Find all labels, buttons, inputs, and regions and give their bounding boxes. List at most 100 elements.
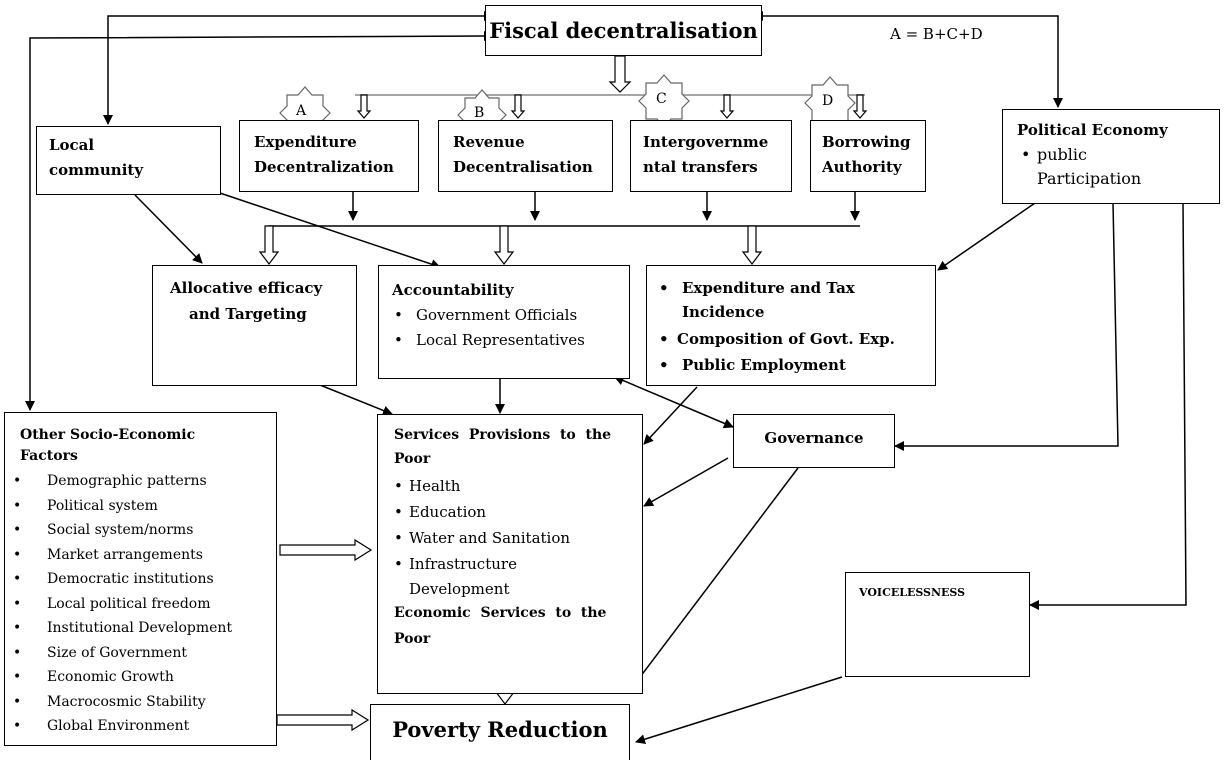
badge-a-label: A — [296, 103, 307, 119]
socio-economic-bullet: • — [13, 497, 22, 514]
local-community-line1: Local — [49, 136, 95, 154]
badge-b-label: B — [474, 105, 485, 121]
socio-economic-item: Political system — [47, 497, 158, 514]
arrow-accountability-governance — [613, 375, 734, 429]
socio-economic-bullet: • — [13, 620, 22, 636]
exptax-item-employment: Public Employment — [682, 356, 846, 374]
socio-economic-item: Macrocosmic Stability — [47, 693, 206, 710]
socio-economic-item: Global Environment — [47, 718, 190, 734]
services-bullet-1: • — [394, 477, 403, 495]
intergovernmental-transfers-line2: ntal transfers — [643, 158, 758, 176]
borrowing-authority-box: Borrowing Authority — [810, 120, 926, 192]
accountability-item-representatives: Local Representatives — [416, 331, 585, 349]
allocative-efficacy-line2: and Targeting — [189, 305, 307, 323]
formula-label: A = B+C+D — [890, 25, 983, 43]
borrowing-authority-line1: Borrowing — [822, 133, 911, 151]
services-title-1: Services Provisions to the — [394, 427, 612, 443]
revenue-decentralisation-line1: Revenue — [453, 133, 525, 151]
governance-label: Governance — [764, 429, 864, 447]
arrow-allocative-services — [319, 384, 393, 416]
arrow-political-governance — [894, 202, 1119, 451]
political-economy-bullet: • — [1021, 145, 1031, 164]
intergovernmental-transfers-line1: Intergovernme — [643, 133, 769, 151]
exptax-item-composition: Composition of Govt. Exp. — [677, 330, 895, 348]
poverty-reduction-box: Poverty Reduction — [370, 704, 630, 760]
revenue-decentralisation-box: Revenue Decentralisation — [438, 120, 613, 192]
accountability-item-officials: Government Officials — [416, 306, 578, 324]
political-economy-box: Political Economy • public Participation — [1002, 109, 1220, 204]
political-economy-item-participation: Participation — [1037, 169, 1142, 188]
services-title-2: Poor — [394, 451, 431, 467]
socio-economic-item: Economic Growth — [47, 669, 174, 685]
socio-economic-bullet: • — [13, 693, 22, 710]
socio-economic-bullet: • — [13, 595, 22, 612]
socio-economic-item: Demographic patterns — [47, 473, 207, 489]
accountability-bullet-2: • — [394, 331, 403, 349]
arrow-local-accountability — [204, 187, 441, 269]
services-bullet-2: • — [394, 503, 403, 521]
arrow-local-allocative — [134, 194, 203, 264]
socio-economic-item: Size of Government — [47, 644, 187, 661]
arrow-political-voiceless — [1029, 202, 1187, 610]
exptax-bullet-3: • — [659, 356, 669, 374]
expenditure-tax-box: • Expenditure and Tax Incidence • Compos… — [646, 265, 936, 386]
socio-economic-bullet: • — [13, 571, 22, 587]
socio-economic-bullet: • — [13, 522, 22, 538]
accountability-bullet-1: • — [394, 306, 403, 324]
arrow-governance-services — [643, 457, 729, 507]
socio-economic-box: Other Socio-Economic Factors •Demographi… — [4, 412, 277, 746]
allocative-efficacy-box: Allocative efficacy and Targeting — [152, 265, 357, 386]
services-item-development: Development — [409, 580, 510, 598]
services-item-education: Education — [409, 503, 487, 521]
services-provisions-box: Services Provisions to the Poor • Health… — [377, 414, 643, 694]
socio-economic-item: Social system/norms — [47, 522, 194, 538]
services-item-water: Water and Sanitation — [409, 529, 571, 547]
local-community-line2: community — [49, 161, 144, 179]
political-economy-title: Political Economy — [1017, 121, 1168, 139]
services-econ-title-2: Poor — [394, 631, 431, 647]
intergovernmental-transfers-box: Intergovernme ntal transfers — [630, 120, 792, 192]
socio-economic-bullet: • — [13, 718, 22, 734]
badge-d-label: D — [822, 93, 834, 109]
arrow-political-exptax — [937, 202, 1036, 271]
arrow-fiscal-political — [753, 11, 1063, 108]
expenditure-decentralization-line2: Decentralization — [254, 158, 394, 176]
arrow-voiceless-poverty — [635, 676, 843, 745]
badge-c-label: C — [656, 91, 667, 107]
exptax-item-expenditure: Expenditure and Tax — [682, 279, 855, 297]
local-community-box: Local community — [36, 126, 221, 195]
voicelessness-label: VOICELESSNESS — [859, 586, 966, 599]
exptax-bullet-2: • — [659, 330, 669, 348]
services-item-health: Health — [409, 477, 461, 495]
socio-economic-item: Market arrangements — [47, 546, 203, 563]
arrow-exptax-services — [643, 386, 698, 445]
services-econ-title-1: Economic Services to the — [394, 605, 607, 621]
exptax-item-incidence: Incidence — [682, 303, 765, 321]
socio-economic-bullet: • — [13, 473, 22, 489]
expenditure-decentralization-line1: Expenditure — [254, 133, 357, 151]
socio-economic-item: Democratic institutions — [47, 571, 214, 587]
socio-economic-bullet: • — [13, 546, 22, 563]
services-bullet-3: • — [394, 529, 403, 547]
services-bullet-4: • — [394, 555, 403, 573]
revenue-decentralisation-line2: Decentralisation — [453, 158, 593, 176]
governance-box: Governance — [733, 414, 895, 468]
accountability-box: Accountability • Government Officials • … — [378, 265, 630, 379]
socio-economic-bullet: • — [13, 644, 22, 661]
borrowing-authority-line2: Authority — [822, 158, 902, 176]
voicelessness-box: VOICELESSNESS — [845, 572, 1030, 677]
allocative-efficacy-line1: Allocative efficacy — [170, 279, 323, 297]
political-economy-item-public: public — [1037, 145, 1087, 164]
fiscal-decentralisation-box: Fiscal decentralisation — [485, 5, 762, 56]
arrow-fiscal-socio — [25, 31, 494, 411]
fiscal-decentralisation-title: Fiscal decentralisation — [489, 18, 758, 43]
arrow-governance-poverty — [627, 467, 799, 694]
socio-economic-item: Local political freedom — [47, 595, 211, 612]
services-item-infrastructure: Infrastructure — [409, 555, 517, 573]
socio-economic-title-2: Factors — [20, 448, 78, 464]
accountability-title: Accountability — [392, 281, 514, 299]
expenditure-decentralization-box: Expenditure Decentralization — [239, 120, 419, 192]
exptax-bullet-1: • — [659, 279, 669, 297]
poverty-reduction-label: Poverty Reduction — [392, 717, 608, 742]
socio-economic-item: Institutional Development — [47, 620, 233, 636]
